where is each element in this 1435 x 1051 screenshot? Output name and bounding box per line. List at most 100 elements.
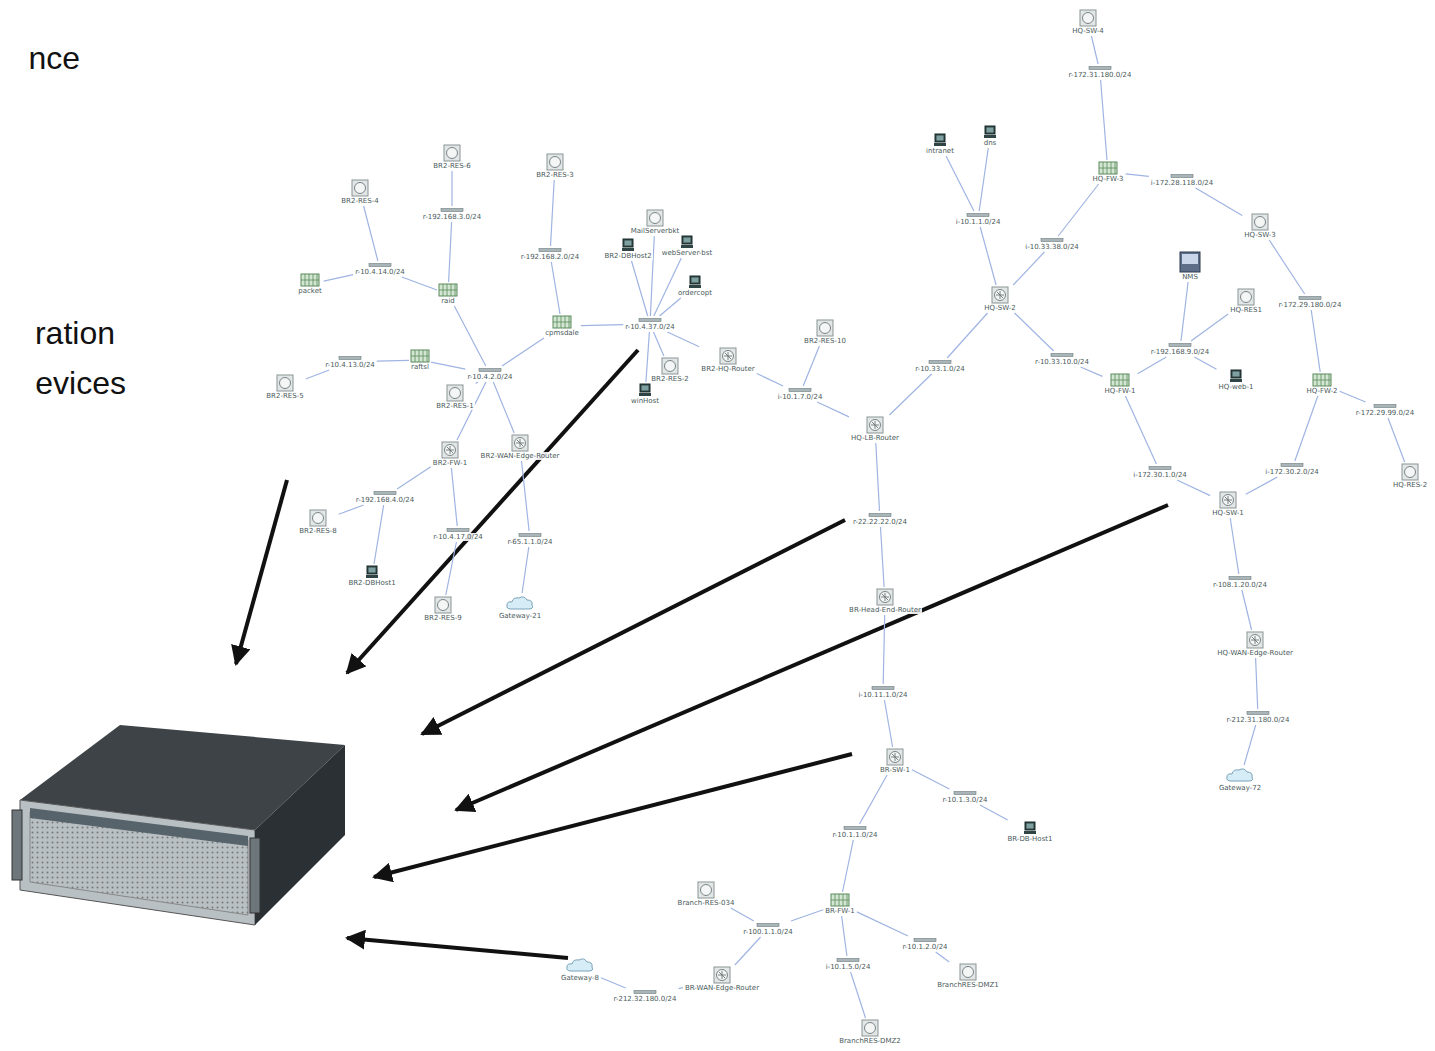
router-icon <box>866 416 884 434</box>
network-node: NMS <box>1179 251 1201 281</box>
network-node: r-212.31.180.0/24 <box>1226 710 1291 724</box>
router-icon <box>1219 491 1237 509</box>
node-label: packet <box>297 287 322 295</box>
link-line <box>1181 282 1188 341</box>
server-appliance <box>12 725 345 925</box>
node-label: r-10.33.1.0/24 <box>914 365 966 373</box>
network-node: BR2-RES-5 <box>265 374 304 400</box>
network-node: r-108.1.20.0/24 <box>1212 575 1268 589</box>
link-line <box>1295 396 1318 461</box>
node-label: r-192.168.4.0/24 <box>355 496 416 504</box>
link-line <box>324 275 354 281</box>
host-icon <box>365 565 379 579</box>
network-node: BR2-HQ-Router <box>700 347 755 373</box>
link-line <box>1126 174 1149 177</box>
link-line <box>654 258 682 316</box>
router-icon <box>511 434 529 452</box>
link-line <box>1242 590 1252 630</box>
host-icon <box>680 235 694 249</box>
network-node: BR2-RES-2 <box>650 357 689 383</box>
link-line <box>843 840 854 892</box>
network-node: r-10.4.13.0/24 <box>324 355 376 369</box>
link-line <box>551 262 560 314</box>
link-line <box>1091 36 1098 64</box>
server-icon <box>1237 288 1255 306</box>
link-line <box>397 467 431 489</box>
network-node: r-192.168.9.0/24 <box>1150 342 1211 356</box>
node-label: webServer-bst <box>661 249 713 257</box>
link-line <box>1138 357 1167 374</box>
node-label: Branch-RES-034 <box>677 899 736 907</box>
link-line <box>632 261 648 316</box>
router-icon <box>441 441 459 459</box>
network-node: BR2-RES-4 <box>340 179 379 205</box>
node-label: r-10.1.3.0/24 <box>941 796 988 804</box>
network-node: r-10.33.10.0/24 <box>1034 352 1090 366</box>
node-label: raid <box>440 297 456 305</box>
host-icon <box>933 133 947 147</box>
host-icon <box>638 383 652 397</box>
firewall-icon <box>830 893 850 907</box>
node-label: raftsl <box>410 363 430 371</box>
node-label: i-10.33.38.0/24 <box>1024 243 1080 251</box>
node-label: HQ-SW-2 <box>983 304 1017 312</box>
network-node: r-212.32.180.0/24 <box>613 989 678 1003</box>
node-label: BranchRES-DMZ1 <box>936 981 1000 989</box>
node-label: BR-WAN-Edge-Router <box>684 984 760 992</box>
link-line <box>979 148 988 211</box>
link-line <box>803 346 819 386</box>
network-node: BR2-RES-9 <box>423 596 462 622</box>
node-label: r-192.168.9.0/24 <box>1150 348 1211 356</box>
node-label: i-10.1.1.0/24 <box>955 218 1002 226</box>
server-icon <box>1401 463 1419 481</box>
network-node: r-10.1.2.0/24 <box>901 937 948 951</box>
link-line <box>646 332 650 382</box>
link-line <box>1101 80 1107 160</box>
router-icon <box>719 347 737 365</box>
link-line <box>1015 313 1054 351</box>
node-label: BR2-RES-8 <box>298 527 337 535</box>
node-label: BR-SW-1 <box>879 766 911 774</box>
cloud-icon <box>565 956 595 974</box>
network-node: HQ-SW-3 <box>1243 213 1277 239</box>
link-line <box>912 770 949 789</box>
node-label: HQ-SW-1 <box>1211 509 1245 517</box>
network-node: packet <box>297 273 322 295</box>
network-node: i-10.1.7.0/24 <box>777 387 824 401</box>
node-label: r-22.22.22.0/24 <box>852 518 908 526</box>
network-node: Gateway-72 <box>1218 766 1262 792</box>
link-line <box>364 206 378 261</box>
link-line <box>757 374 783 387</box>
link-line <box>889 374 931 415</box>
server-icon <box>546 153 564 171</box>
node-label: BR2-RES-2 <box>650 375 689 383</box>
network-node: HQ-SW-1 <box>1211 491 1245 517</box>
network-node: r-172.31.180.0/24 <box>1068 65 1133 79</box>
node-label: BR2-DBHost1 <box>347 579 396 587</box>
link-line <box>936 952 950 962</box>
network-node: Gateway-8 <box>560 956 600 982</box>
network-node: Branch-RES-034 <box>677 881 736 907</box>
node-label: BR2-RES-4 <box>340 197 379 205</box>
network-node: HQ-FW-3 <box>1091 161 1124 183</box>
network-node: i-172.28.118.0/24 <box>1150 173 1215 187</box>
network-node: r-172.29.180.0/24 <box>1278 295 1343 309</box>
nms-icon <box>1179 251 1201 273</box>
network-node: intranet <box>925 133 955 155</box>
network-node: HQ-LB-Router <box>850 416 900 442</box>
link-line <box>374 505 384 564</box>
node-label: r-192.168.3.0/24 <box>422 213 483 221</box>
node-label: BR2-RES-1 <box>435 402 474 410</box>
link-line <box>654 332 664 356</box>
link-line <box>791 910 823 921</box>
link-line <box>451 171 452 206</box>
link-line <box>1388 418 1405 462</box>
firewall-icon <box>1110 373 1130 387</box>
network-node: r-65.1.1.0/24 <box>506 532 553 546</box>
firewall-icon <box>552 315 572 329</box>
node-label: r-108.1.20.0/24 <box>1212 581 1268 589</box>
server-icon <box>1079 9 1097 27</box>
node-label: HQ-LB-Router <box>850 434 900 442</box>
